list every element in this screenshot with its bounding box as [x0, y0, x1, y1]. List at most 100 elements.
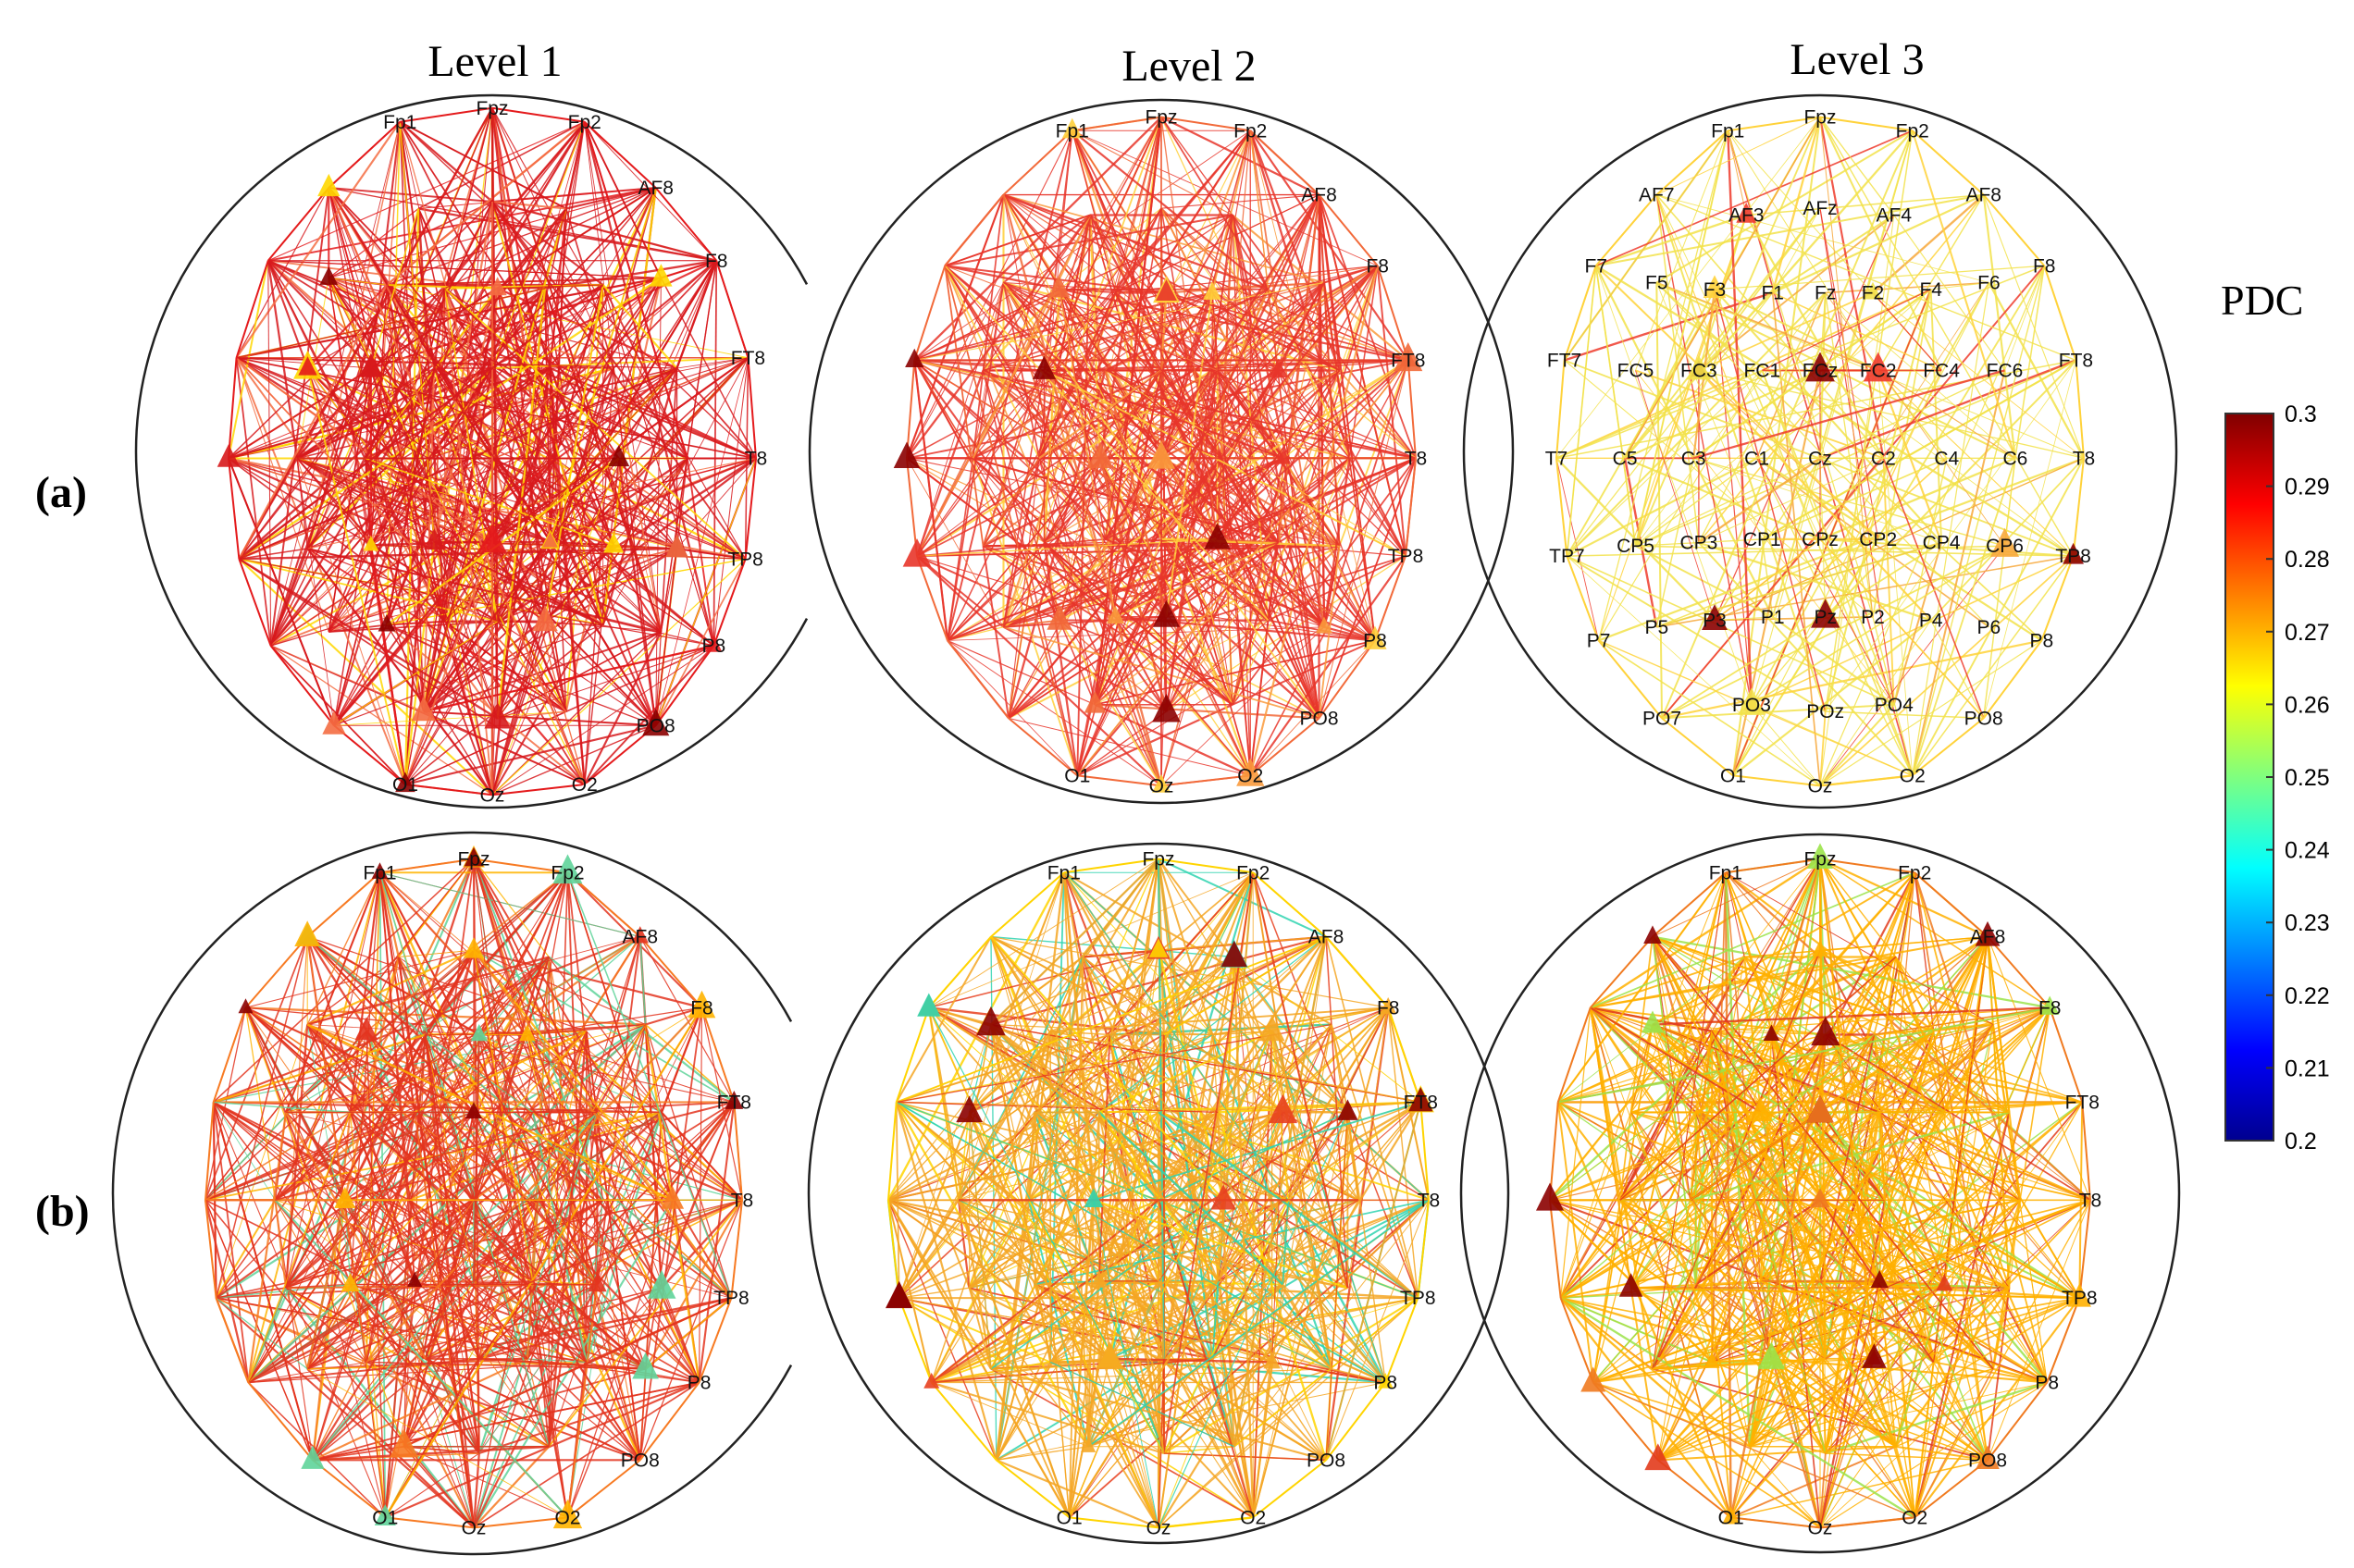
connectivity-edge [898, 871, 1254, 1299]
connectivity-edge [1002, 282, 1040, 459]
connectivity-edge [1635, 370, 1716, 621]
connectivity-edge [1093, 1200, 1159, 1528]
connectivity-edge [248, 1362, 367, 1383]
ring-edge [204, 1102, 215, 1201]
connectivity-edge [969, 1112, 1165, 1454]
connectivity-edge [1698, 369, 2085, 459]
connectivity-edge [916, 289, 1060, 557]
connectivity-edge [1895, 957, 1935, 1032]
connectivity-edge [285, 872, 380, 1113]
connectivity-edge [247, 1112, 288, 1383]
connectivity-edge [1930, 620, 1985, 719]
connectivity-edge [996, 1280, 1100, 1461]
electrode-label-fpz: Fpz [1142, 849, 1174, 870]
connectivity-edge [543, 284, 604, 622]
connectivity-edge [1555, 457, 1716, 622]
connectivity-edge [1714, 457, 2085, 622]
connectivity-edge [270, 645, 493, 796]
connectivity-edge [644, 1199, 743, 1370]
colorbar-tick-label: 0.23 [2285, 910, 2330, 936]
connectivity-edge [478, 1284, 598, 1454]
connectivity-edge [350, 1031, 367, 1113]
connectivity-edge [990, 935, 1224, 1202]
connectivity-edge [1318, 194, 1341, 371]
connectivity-edge [996, 1459, 1159, 1529]
connectivity-edge [1661, 130, 1914, 719]
connectivity-edge [1819, 538, 1985, 719]
connectivity-edge [895, 1102, 971, 1289]
connectivity-edge [1694, 1031, 1713, 1113]
electrode-label-c4: C4 [1934, 448, 1959, 469]
connectivity-edge [982, 282, 1005, 371]
connectivity-edge [1387, 1007, 1419, 1299]
connectivity-edge [1751, 555, 2074, 706]
arrowhead [632, 1352, 659, 1379]
connectivity-edge [1598, 215, 1747, 641]
connectivity-edge [1872, 292, 1942, 371]
connectivity-edge [1914, 1297, 2081, 1519]
connectivity-edge [1038, 457, 1376, 641]
connectivity-edge [548, 957, 663, 1113]
ring-edge [1325, 935, 1389, 1008]
connectivity-edge [425, 1034, 480, 1454]
arrowhead [1080, 1437, 1096, 1452]
connectivity-edge [1099, 457, 1252, 776]
connectivity-edge [1271, 1112, 1283, 1363]
connectivity-edge [1749, 1358, 1827, 1448]
arrowhead [298, 356, 317, 376]
arrowhead [1644, 1443, 1672, 1471]
connectivity-edge [969, 1112, 1089, 1447]
electrode-label-p8: P8 [2035, 1372, 2059, 1393]
arrowhead [1268, 1093, 1298, 1124]
connectivity-edge [1325, 1102, 1422, 1461]
ring-edge [730, 1200, 743, 1299]
electrode-label-po8: PO8 [1964, 708, 2003, 729]
connectivity-edge [1008, 265, 1379, 719]
arrowhead [423, 528, 445, 550]
connectivity-edge [248, 1357, 479, 1384]
connectivity-edge [403, 872, 568, 1447]
connectivity-edge [972, 215, 1092, 459]
connectivity-edge [1711, 872, 1727, 1363]
connectivity-edge [1094, 370, 1162, 705]
arrowhead [1363, 625, 1387, 649]
connectivity-edge [235, 357, 567, 712]
electrode-label-o1: O1 [1718, 1507, 1744, 1528]
connectivity-edge [306, 548, 567, 713]
electrode-label-f8: F8 [1377, 997, 1400, 1019]
ring-edge [269, 645, 335, 726]
connectivity-edge [928, 1006, 1327, 1461]
connectivity-edge [306, 1024, 367, 1363]
connectivity-edge [1657, 1297, 2080, 1462]
connectivity-edge [1592, 872, 1727, 1383]
connectivity-edge [913, 359, 1376, 642]
connectivity-edge [947, 541, 1279, 642]
connectivity-edge [1567, 555, 1821, 786]
connectivity-edge [1549, 949, 1821, 1202]
connectivity-edge [1158, 1200, 1255, 1518]
ring-edge [204, 1200, 217, 1299]
connectivity-edges [204, 858, 743, 1529]
connectivity-edge [1063, 871, 1332, 1026]
connectivity-edge [1159, 292, 1168, 371]
arrowhead [1806, 1095, 1834, 1123]
arrowhead [1263, 1351, 1281, 1369]
connectivity-edge [1749, 1381, 2048, 1448]
connectivity-edge [1233, 957, 1332, 1369]
ring-edge [898, 1297, 933, 1383]
connectivity-edge [267, 260, 499, 623]
connectivity-edge [1158, 1111, 1419, 1300]
connectivity-edge [671, 1101, 736, 1201]
ring-edge [2049, 1006, 2084, 1103]
electrode-label-cz: Cz [1808, 448, 1832, 469]
connectivity-edge [1756, 458, 1895, 705]
connectivity-edge [1002, 370, 1107, 628]
connectivity-edge [583, 121, 715, 647]
connectivity-edge [712, 357, 749, 647]
electrode-label-f6: F6 [1977, 273, 2001, 294]
connectivity-edge [583, 121, 688, 459]
connectivity-edge [1818, 117, 1885, 459]
arrowhead [1975, 920, 2001, 946]
electrode-label-c3: C3 [1681, 448, 1706, 469]
connectivity-edge [1819, 208, 1895, 705]
